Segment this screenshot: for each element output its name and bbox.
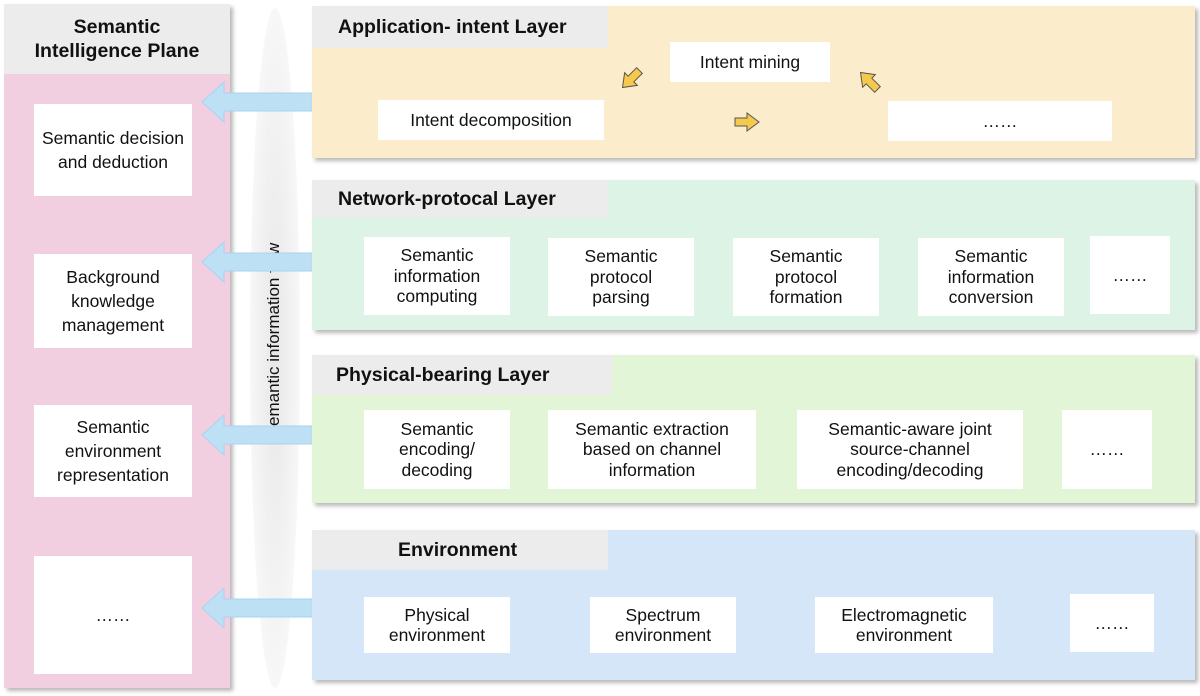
network-box-computing: Semantic information computing [364,237,510,315]
plane-item-decision: Semantic decision and deduction [34,104,192,196]
arrow-up-left-icon [859,71,882,94]
intent-mining-box: Intent mining [670,42,830,82]
network-box-parsing: Semantic protocol parsing [548,238,694,316]
physical-box-extraction: Semantic extraction based on channel inf… [548,410,756,489]
network-layer-title: Network-protocal Layer [312,180,608,218]
environment-box-physical: Physical environment [364,597,510,653]
environment-box-electromagnetic: Electromagnetic environment [815,597,993,653]
plane-item-environment-representation: Semantic environment representation [34,405,192,497]
arrow-right-icon [734,112,760,132]
application-more-box: …… [888,101,1112,141]
environment-layer-title: Environment [312,530,608,570]
physical-box-encoding: Semantic encoding/ decoding [364,410,510,489]
environment-box-spectrum: Spectrum environment [590,597,736,653]
network-box-conversion: Semantic information conversion [918,238,1064,316]
semantic-flow-ellipse [250,8,300,688]
arrow-down-left-icon [621,66,644,89]
physical-box-joint-coding: Semantic-aware joint source-channel enco… [797,410,1023,489]
plane-title-text: Semantic Intelligence Plane [34,16,200,62]
network-box-more: …… [1090,236,1170,314]
intent-decomposition-box: Intent decomposition [378,100,604,140]
plane-title: Semantic Intelligence Plane [4,4,230,74]
plane-item-more: …… [34,556,192,674]
environment-box-more: …… [1070,594,1154,652]
physical-box-more: …… [1062,410,1152,489]
plane-item-knowledge: Background knowledge management [34,254,192,348]
application-layer-title: Application- intent Layer [312,6,608,48]
physical-layer-title: Physical-bearing Layer [312,355,612,395]
network-box-formation: Semantic protocol formation [733,238,879,316]
